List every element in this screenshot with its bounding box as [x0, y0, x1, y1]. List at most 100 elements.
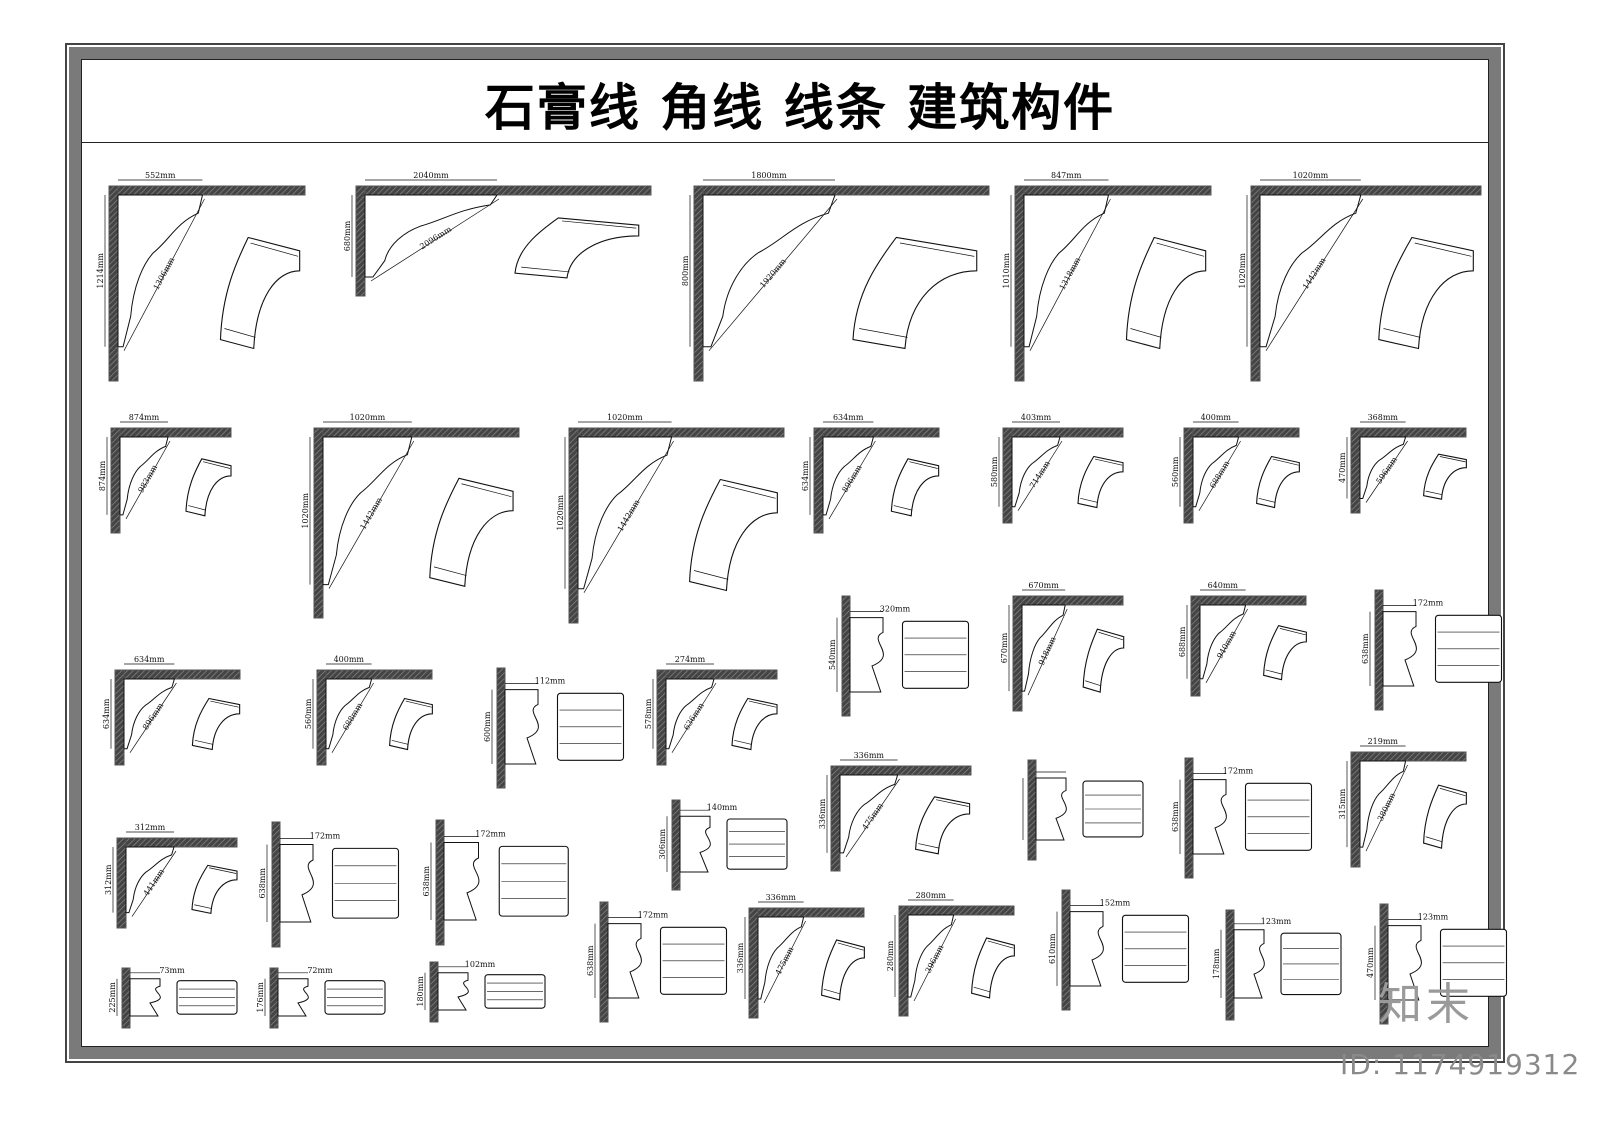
dimension-width-label: 400mm — [1201, 413, 1232, 422]
ceiling-wall — [313, 427, 520, 438]
side-wall — [1012, 595, 1023, 712]
dimension-width-label: 274mm — [675, 655, 706, 664]
ceiling-wall — [316, 669, 433, 680]
moulding-3d-edges — [194, 867, 237, 909]
moulding-section — [117, 194, 204, 348]
side-wall — [1350, 427, 1361, 514]
ceiling-wall — [114, 669, 241, 680]
dim-line-diagonal — [828, 440, 876, 520]
moulding-section — [702, 194, 836, 348]
side-wall — [748, 907, 759, 1019]
dimension-diagonal-label: 2096mm — [418, 224, 453, 251]
dimension-width-label: 1020mm — [350, 413, 386, 422]
side-wall — [1183, 427, 1194, 524]
dim-line-diagonal — [583, 440, 674, 593]
moulding-3d-piece — [191, 864, 238, 915]
strip-wall — [599, 901, 609, 1023]
dim-line-diagonal — [913, 918, 956, 1002]
dim-line-diagonal — [1365, 440, 1408, 503]
strip-wall — [121, 967, 131, 1029]
dimension-width-label: 336mm — [854, 751, 885, 760]
dim-line-diagonal — [708, 198, 838, 351]
ceiling-wall — [568, 427, 785, 438]
strip-section — [1035, 777, 1067, 841]
strip-section — [607, 923, 642, 999]
moulding-3d-edges — [194, 700, 239, 745]
dimension-diagonal-label: 896mm — [840, 463, 864, 494]
strip-section — [504, 689, 539, 765]
side-wall — [108, 185, 119, 382]
moulding-section — [839, 774, 899, 854]
ceiling-wall — [830, 765, 972, 776]
moulding-section — [1023, 194, 1110, 348]
strip-wall — [429, 961, 439, 1023]
side-wall — [813, 427, 824, 534]
moulding-section — [1021, 604, 1066, 692]
moulding-3d-piece — [191, 697, 241, 751]
dimension-width-label: 847mm — [1051, 171, 1082, 180]
dimension-height-label: 470mm — [1338, 452, 1347, 483]
dimension-diagonal-label: 1306mm — [152, 256, 177, 292]
moulding-section — [757, 916, 805, 1000]
moulding-3d-piece — [915, 796, 971, 855]
dimension-height-label: 688mm — [1178, 626, 1187, 657]
ceiling-wall — [1350, 751, 1467, 762]
side-wall — [1002, 427, 1013, 524]
moulding-section — [364, 194, 498, 278]
moulding-section — [125, 846, 175, 914]
moulding-3d-piece — [514, 217, 640, 279]
moulding-3d-edges — [973, 940, 1014, 993]
moulding-3d-piece — [1263, 625, 1307, 681]
moulding-section — [325, 678, 373, 750]
strip-wall — [841, 595, 851, 717]
ceiling-wall — [1014, 185, 1212, 196]
moulding-3d-piece — [971, 937, 1015, 999]
strip-wall — [1061, 889, 1071, 1011]
side-wall — [116, 837, 127, 929]
side-wall — [355, 185, 366, 297]
dimension-width-label: 172mm — [638, 911, 669, 920]
dimension-width-label: 1020mm — [1293, 171, 1329, 180]
dimension-width-label: 152mm — [1100, 899, 1131, 908]
dim-line-diagonal — [1365, 764, 1408, 852]
moulding-section — [822, 436, 875, 516]
strip-section — [1069, 911, 1104, 987]
strip-detail-r4r-1 — [1022, 759, 1144, 861]
dimension-width-label: 874mm — [129, 413, 160, 422]
moulding-3d-piece — [689, 478, 778, 592]
moulding-3d-edges — [1080, 458, 1123, 503]
dim-line-diagonal — [763, 920, 806, 1004]
dimension-width-label: 172mm — [310, 832, 341, 841]
dimension-height-label: 1020mm — [301, 493, 310, 529]
dimension-height-label: 1020mm — [556, 495, 565, 531]
dimension-height-label: 176mm — [256, 982, 265, 1013]
dim-line-diagonal — [123, 198, 205, 351]
moulding-3d-piece — [890, 458, 940, 517]
watermark-logo: 知末 — [1378, 979, 1474, 1030]
side-wall — [830, 765, 841, 872]
moulding-3d-edges — [1425, 456, 1466, 496]
dimension-diagonal-label: 983mm — [136, 463, 159, 494]
dimension-height-label: 180mm — [416, 976, 425, 1007]
dimension-height-label: 540mm — [828, 639, 837, 670]
dimension-diagonal-label: 948mm — [1037, 635, 1058, 667]
dimension-width-label: 312mm — [135, 823, 166, 832]
ceiling-wall — [1250, 185, 1482, 196]
dimension-width-label: 1800mm — [751, 171, 787, 180]
dimension-height-label: 638mm — [586, 945, 595, 976]
dimension-height-label: 578mm — [644, 698, 653, 729]
